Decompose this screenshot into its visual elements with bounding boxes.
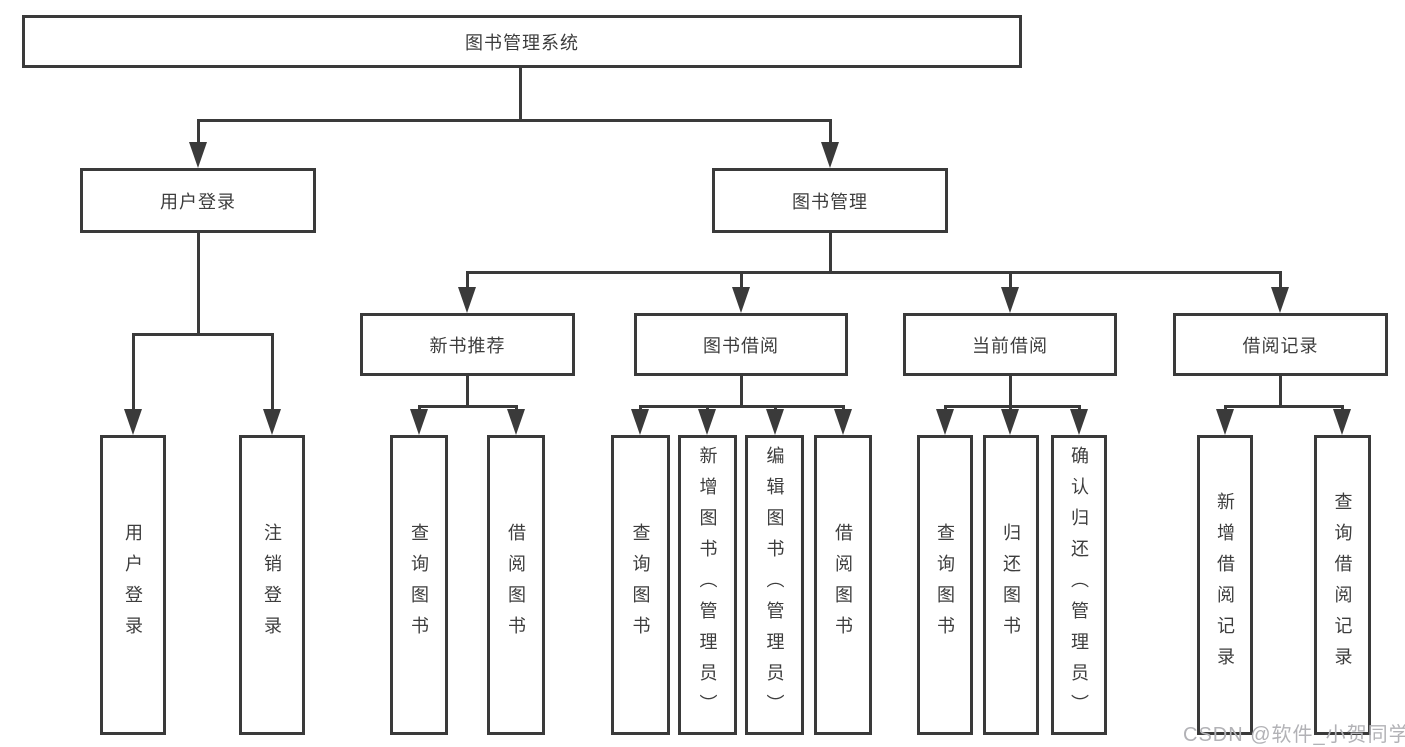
node-user-login-label: 用户登录 bbox=[160, 191, 236, 212]
leaf-query-books-current: 查询图书 bbox=[917, 435, 973, 735]
connector-arrow bbox=[263, 409, 281, 435]
connector-line bbox=[418, 405, 518, 408]
connector-line bbox=[944, 405, 1080, 408]
node-borrowing-records-label: 借阅记录 bbox=[1242, 335, 1319, 356]
node-borrowing-records: 借阅记录 bbox=[1173, 313, 1388, 376]
connector-arrow bbox=[821, 142, 839, 168]
leaf-logout: 注销登录 bbox=[239, 435, 305, 735]
leaf-add-borrow-record-label: 新增借阅记录 bbox=[1215, 492, 1235, 678]
node-root: 图书管理系统 bbox=[22, 15, 1022, 68]
leaf-edit-book-admin: 编辑图书（管理员） bbox=[745, 435, 804, 735]
leaf-user-login: 用户登录 bbox=[100, 435, 166, 735]
connector-arrow bbox=[1001, 287, 1019, 313]
leaf-return-book: 归还图书 bbox=[983, 435, 1039, 735]
leaf-confirm-return-admin-label: 确认归还（管理员） bbox=[1069, 445, 1089, 725]
connector-line bbox=[639, 405, 844, 408]
node-new-book-recommend: 新书推荐 bbox=[360, 313, 575, 376]
node-book-borrowing: 图书借阅 bbox=[634, 313, 848, 376]
node-new-book-recommend-label: 新书推荐 bbox=[429, 335, 506, 356]
connector-arrow bbox=[766, 409, 784, 435]
leaf-borrow-books-recommend-label: 借阅图书 bbox=[506, 523, 526, 647]
leaf-add-book-admin: 新增图书（管理员） bbox=[678, 435, 737, 735]
leaf-add-book-admin-label: 新增图书（管理员） bbox=[697, 445, 718, 725]
connector-arrow bbox=[1001, 409, 1019, 435]
connector-line bbox=[466, 271, 1282, 274]
leaf-query-books-current-label: 查询图书 bbox=[935, 523, 955, 647]
connector-arrow bbox=[698, 409, 716, 435]
leaf-query-books-borrowing-label: 查询图书 bbox=[630, 523, 651, 647]
connector-line bbox=[1279, 375, 1282, 407]
connector-arrow bbox=[1216, 409, 1234, 435]
connector-line bbox=[1279, 271, 1282, 291]
node-user-login: 用户登录 bbox=[80, 168, 316, 233]
leaf-edit-book-admin-label: 编辑图书（管理员） bbox=[764, 445, 785, 725]
connector-line bbox=[1224, 405, 1343, 408]
connector-arrow bbox=[631, 409, 649, 435]
node-book-borrowing-label: 图书借阅 bbox=[703, 335, 779, 356]
node-current-borrowing-label: 当前借阅 bbox=[972, 335, 1048, 356]
connector-line bbox=[519, 67, 522, 121]
watermark: CSDN @软件_小贺同学 bbox=[1183, 724, 1405, 746]
connector-line bbox=[740, 271, 743, 291]
connector-arrow bbox=[189, 142, 207, 168]
connector-line bbox=[132, 333, 135, 413]
leaf-user-login-label: 用户登录 bbox=[123, 523, 143, 647]
leaf-query-borrow-record-label: 查询借阅记录 bbox=[1332, 492, 1353, 678]
leaf-return-book-label: 归还图书 bbox=[1001, 523, 1021, 647]
connector-line bbox=[466, 375, 469, 407]
leaf-confirm-return-admin: 确认归还（管理员） bbox=[1051, 435, 1107, 735]
connector-line bbox=[829, 232, 832, 273]
leaf-logout-label: 注销登录 bbox=[262, 523, 282, 647]
connector-line bbox=[740, 375, 743, 407]
connector-arrow bbox=[1070, 409, 1088, 435]
connector-line bbox=[466, 271, 469, 291]
connector-line bbox=[271, 333, 274, 413]
leaf-borrow-books-recommend: 借阅图书 bbox=[487, 435, 545, 735]
connector-line bbox=[1009, 375, 1012, 407]
connector-arrow bbox=[507, 409, 525, 435]
connector-line bbox=[197, 119, 832, 122]
node-book-management-label: 图书管理 bbox=[792, 191, 868, 212]
node-current-borrowing: 当前借阅 bbox=[903, 313, 1117, 376]
connector-arrow bbox=[936, 409, 954, 435]
leaf-query-books-recommend-label: 查询图书 bbox=[409, 523, 429, 647]
node-book-management: 图书管理 bbox=[712, 168, 948, 233]
connector-line bbox=[829, 119, 832, 146]
connector-arrow bbox=[834, 409, 852, 435]
leaf-borrow-books-borrowing-label: 借阅图书 bbox=[833, 523, 853, 647]
connector-line bbox=[1009, 271, 1012, 291]
connector-arrow bbox=[1333, 409, 1351, 435]
leaf-add-borrow-record: 新增借阅记录 bbox=[1197, 435, 1253, 735]
connector-arrow bbox=[124, 409, 142, 435]
connector-arrow bbox=[732, 287, 750, 313]
connector-line bbox=[132, 333, 274, 336]
leaf-query-books-recommend: 查询图书 bbox=[390, 435, 448, 735]
leaf-query-borrow-record: 查询借阅记录 bbox=[1314, 435, 1371, 735]
connector-arrow bbox=[458, 287, 476, 313]
leaf-query-books-borrowing: 查询图书 bbox=[611, 435, 670, 735]
connector-line bbox=[197, 119, 200, 146]
connector-arrow bbox=[410, 409, 428, 435]
connector-arrow bbox=[1271, 287, 1289, 313]
leaf-borrow-books-borrowing: 借阅图书 bbox=[814, 435, 872, 735]
connector-line bbox=[197, 232, 200, 335]
node-root-label: 图书管理系统 bbox=[465, 32, 579, 53]
